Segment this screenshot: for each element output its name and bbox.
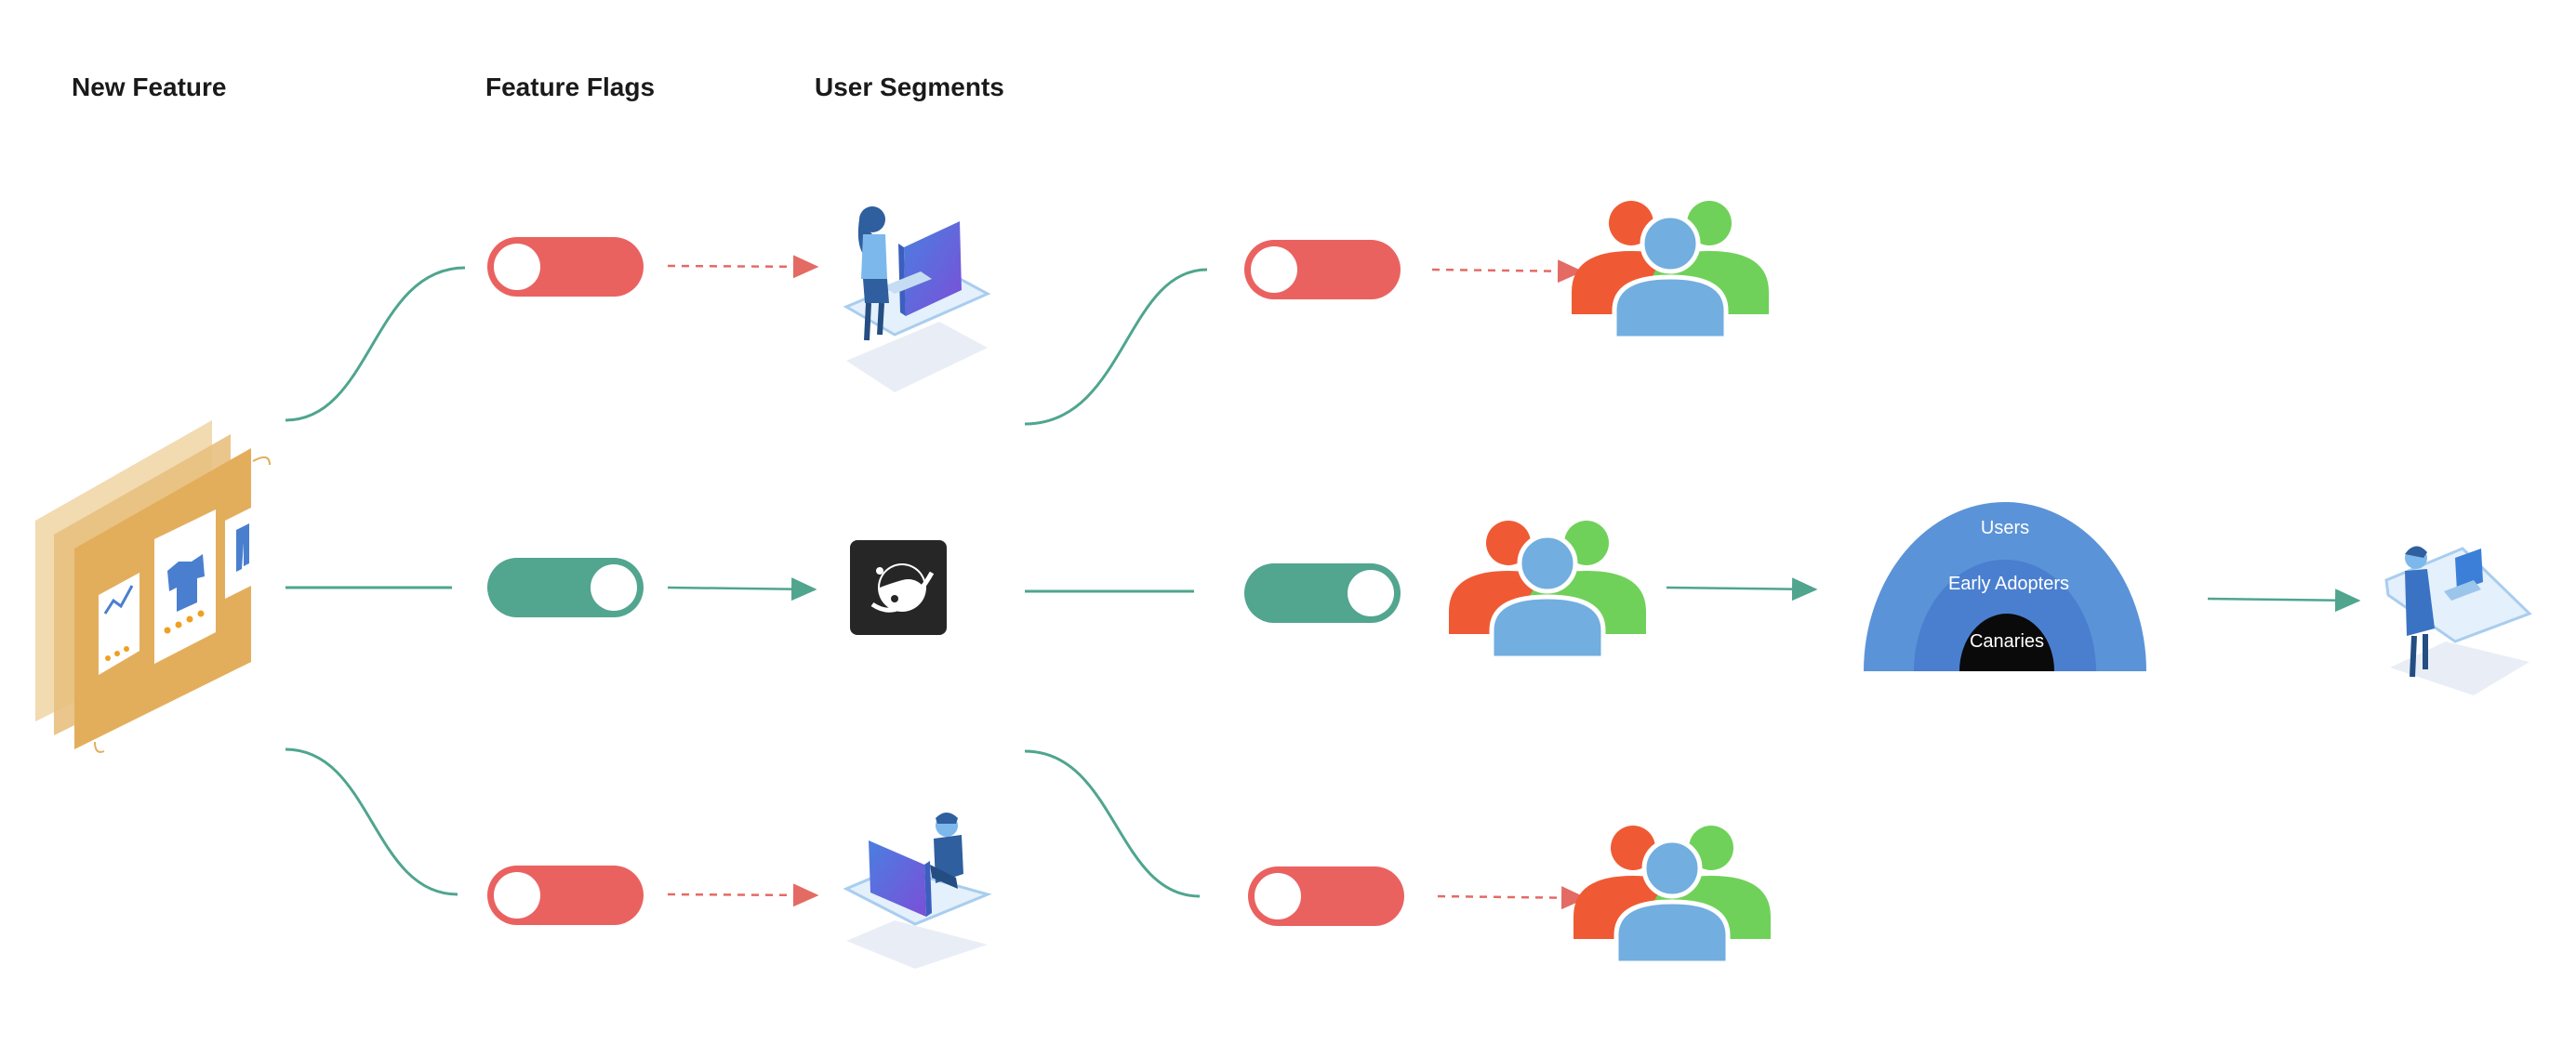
connector-feature-to-flag-row3 bbox=[285, 747, 458, 896]
feature-cards-illustration bbox=[35, 420, 271, 753]
user-group-icon-row3 bbox=[1573, 826, 1771, 963]
user-group-icon-row2 bbox=[1449, 521, 1646, 658]
ring-label-canaries: Canaries bbox=[1970, 631, 2044, 652]
heading-feature-flags: Feature Flags bbox=[485, 73, 656, 101]
blocked-arrow-users-row1 bbox=[1431, 259, 1584, 284]
segment-flag-toggle-row2[interactable] bbox=[1244, 563, 1401, 623]
man-at-desk-illustration bbox=[843, 813, 992, 969]
feature-flag-toggle-row3[interactable] bbox=[487, 866, 644, 925]
pass-arrow-row2 bbox=[667, 577, 817, 602]
feature-flag-toggle-row2[interactable] bbox=[487, 558, 644, 617]
pass-arrow-to-end-user bbox=[2207, 589, 2361, 613]
pass-arrow-to-rings bbox=[1666, 577, 1818, 602]
ring-label-early-adopters: Early Adopters bbox=[1948, 574, 2069, 594]
heading-user-segments: User Segments bbox=[815, 73, 1004, 101]
rollout-rings: Users Early Adopters Canaries bbox=[1864, 502, 2146, 671]
blocked-arrow-row3 bbox=[667, 883, 819, 907]
blocked-arrow-row1 bbox=[667, 255, 819, 279]
flagsmith-logo-icon bbox=[850, 540, 947, 635]
segment-flag-toggle-row1[interactable] bbox=[1244, 240, 1401, 299]
feature-flag-toggle-row1[interactable] bbox=[487, 237, 644, 297]
user-group-icon-row1 bbox=[1572, 201, 1769, 338]
segment-flag-toggle-row3[interactable] bbox=[1248, 866, 1404, 926]
woman-at-desk-illustration bbox=[843, 206, 991, 392]
connector-segment-to-flag-row3 bbox=[1024, 749, 1201, 898]
blocked-arrow-users-row3 bbox=[1437, 886, 1587, 910]
heading-new-feature: New Feature bbox=[72, 73, 227, 101]
ring-label-users: Users bbox=[1981, 518, 2029, 538]
connector-feature-to-flag-row1 bbox=[285, 266, 466, 422]
connector-segment-to-flag-row1 bbox=[1024, 268, 1208, 426]
woman-with-laptop-illustration bbox=[2384, 546, 2532, 695]
